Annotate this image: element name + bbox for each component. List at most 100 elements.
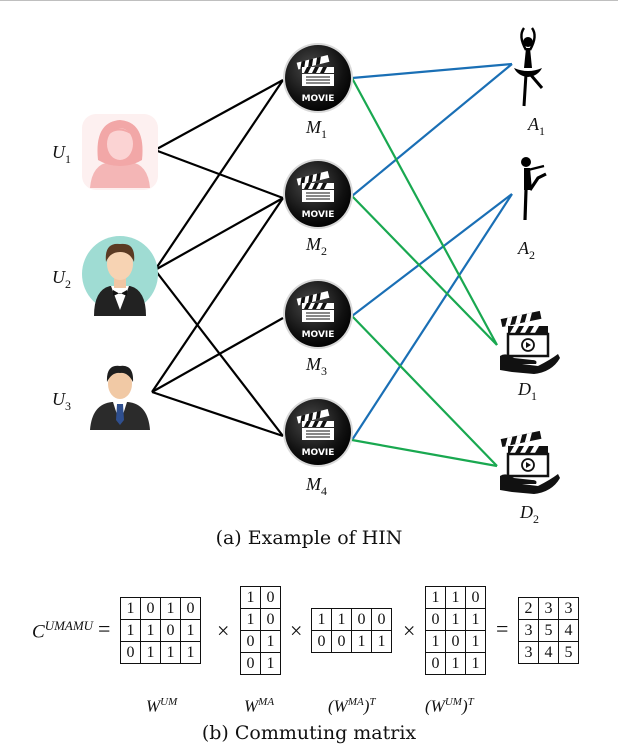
node-label-user: U3	[52, 389, 71, 413]
commuting-matrix-base: C	[32, 621, 45, 643]
node-label-subscript: 2	[321, 244, 327, 258]
node-label-base: D	[519, 502, 533, 522]
clapper-stripe	[315, 56, 321, 66]
clapper-stripe	[524, 432, 532, 443]
clapper-stripe	[312, 67, 319, 73]
clapper-stripe	[300, 60, 306, 70]
matrix-cell: 0	[331, 630, 352, 653]
movie-icon-text: MOVIE	[302, 210, 335, 220]
clapper-body-stripe	[302, 303, 334, 309]
node-label-base: M	[305, 474, 322, 494]
label-w-um-t-wrap: )	[461, 696, 468, 716]
edge-user-movie	[151, 197, 284, 393]
clapper-stripe	[520, 446, 529, 453]
node-label-user: U1	[52, 142, 71, 166]
node-label-actor: A1	[527, 114, 545, 138]
clapper-stripe	[312, 303, 319, 309]
user-waiter-icon	[82, 236, 158, 316]
matrix-cell: 1	[140, 641, 161, 664]
clapper-board	[506, 452, 550, 478]
matrix-cell: 1	[445, 586, 466, 609]
clapper-stripe	[320, 67, 327, 73]
user-businessman-icon	[90, 365, 150, 430]
movie-icon: MOVIE	[283, 279, 353, 349]
matrix-cell: 2	[518, 597, 539, 620]
clapper-top	[296, 408, 330, 424]
node-label-base: A	[517, 238, 530, 258]
matrix-cell: 1	[260, 652, 281, 675]
clapper-bar	[296, 408, 330, 424]
dancer-legs	[523, 172, 547, 221]
movie-icon: MOVIE	[283, 43, 353, 113]
matrix-cell: 0	[120, 641, 141, 664]
dancer-torso	[524, 48, 532, 68]
user-female-icon	[82, 114, 158, 190]
director-clapper-hand-icon	[500, 430, 560, 494]
clapper-stripe	[520, 326, 529, 333]
commuting-matrix-superscript: UMAMU	[44, 618, 94, 633]
clapper-top	[500, 430, 542, 448]
clapper-body-stripe	[302, 183, 334, 189]
clapper-top	[296, 54, 330, 70]
clapper-stripe	[530, 446, 539, 453]
play-icon	[526, 342, 531, 348]
clapper-bar	[296, 290, 330, 306]
matrix-cell: 1	[120, 619, 141, 642]
dancer-arms	[527, 164, 545, 172]
clapper-stripe	[530, 326, 539, 333]
matrix-cell: 3	[538, 597, 559, 620]
clapper-stripe	[300, 296, 306, 306]
op-times-2: ×	[290, 618, 303, 643]
avatar-face	[107, 128, 133, 160]
edge-movie-director	[351, 77, 498, 346]
clapper-top	[500, 310, 542, 328]
node-label-subscript: 1	[539, 124, 545, 138]
matrix-cell: 1	[465, 630, 486, 653]
clapper-stripe	[510, 446, 519, 453]
clapper-stripe	[515, 434, 523, 445]
matrix-cell: 1	[120, 597, 141, 620]
clapper-stripe	[505, 316, 513, 327]
clapper-board	[506, 332, 550, 358]
clapper-stripe	[308, 174, 314, 184]
avatar-hair	[105, 243, 135, 262]
node-label-movie: M2	[305, 234, 327, 258]
matrix-cell: 1	[331, 608, 352, 631]
matrix-cell: 0	[425, 608, 446, 631]
clapper-top	[296, 290, 330, 306]
edge-movie-director	[351, 315, 498, 467]
bowtie-icon	[113, 290, 127, 296]
label-w-ma-t-sup: MA	[347, 696, 364, 708]
edge-movie-director	[351, 438, 498, 468]
clapper-bar	[296, 170, 330, 186]
edge-movie-actor	[351, 193, 513, 317]
node-label-subscript: 2	[533, 512, 539, 526]
matrix-cell: 1	[311, 608, 332, 631]
movie-icon-text: MOVIE	[302, 94, 335, 104]
top-rule	[0, 0, 618, 1]
matrix-cell: 0	[240, 630, 261, 653]
matrix-cell: 3	[558, 597, 579, 620]
clapper-stripe	[505, 436, 513, 447]
matrix-cell: 1	[180, 619, 201, 642]
edge-user-movie	[154, 197, 284, 271]
clapper-body-stripe	[302, 67, 334, 73]
director-clapper-hand-icon	[500, 310, 560, 374]
clapper-stripe	[308, 58, 314, 68]
